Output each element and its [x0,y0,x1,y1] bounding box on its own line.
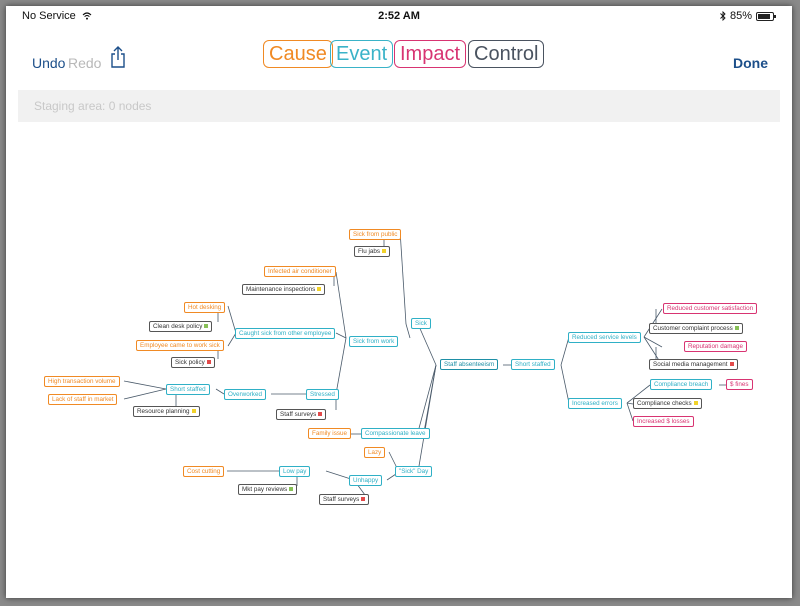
event-node[interactable]: Overworked [224,389,266,400]
status-indicator [734,326,739,330]
battery-status: 85% [720,10,776,22]
event-button[interactable]: Event [330,40,394,68]
control-node[interactable]: Social media management [649,359,738,370]
event-node[interactable]: Increased errors [568,398,622,409]
control-node[interactable]: Compliance checks [633,398,702,409]
status-indicator [318,412,323,416]
cause-button[interactable]: Cause [263,40,333,68]
redo-button[interactable]: Redo [68,55,102,71]
event-node[interactable]: Sick [411,318,431,329]
status-indicator [729,362,734,366]
event-node[interactable]: Compliance breach [650,379,713,390]
impact-node[interactable]: $ fines [726,379,753,390]
cause-node[interactable]: Hot desking [184,302,226,313]
done-button[interactable]: Done [733,55,768,71]
control-node[interactable]: Clean desk policy [149,321,213,332]
control-node[interactable]: Staff surveys [276,409,327,420]
cause-node[interactable]: Sick from public [349,229,402,240]
event-node[interactable]: Sick from work [349,336,399,347]
impact-node[interactable]: Reputation damage [684,341,747,352]
status-indicator [191,409,196,413]
battery-icon [756,11,776,21]
event-node[interactable]: Stressed [306,389,339,400]
status-indicator [317,287,322,291]
undo-button[interactable]: Undo [32,55,66,71]
event-node[interactable]: "Sick" Day [395,466,433,477]
control-node[interactable]: Resource planning [133,406,200,417]
cause-node[interactable]: Employee came to work sick [136,340,224,351]
status-indicator [361,497,366,501]
event-node[interactable]: Unhappy [349,475,383,486]
control-node[interactable]: Staff surveys [319,494,370,505]
control-node[interactable]: Mkt pay reviews [238,484,298,495]
cause-node[interactable]: Lack of staff in market [48,394,118,405]
event-node[interactable]: Caught sick from other employee [235,328,336,339]
status-bar: No Service 2:52 AM 85% [6,6,792,26]
cause-node[interactable]: Infected air conditioner [264,266,336,277]
cause-node[interactable]: High transaction volume [44,376,120,387]
connector-lines [123,229,726,496]
event-node[interactable]: Short staffed [166,384,210,395]
battery-level [758,13,770,19]
bowtie-canvas[interactable]: Staff absenteeism Sick from public Flu j… [6,122,792,598]
cause-node[interactable]: Cost cutting [183,466,225,477]
control-node[interactable]: Sick policy [171,357,215,368]
cause-node[interactable]: Family issue [308,428,351,439]
control-node[interactable]: Customer complaint process [649,323,743,334]
control-node[interactable]: Flu jabs [354,246,391,257]
staging-area[interactable]: Staging area: 0 nodes [18,90,780,122]
control-button[interactable]: Control [468,40,545,68]
status-indicator [382,249,387,253]
impact-node[interactable]: Increased $ losses [633,416,694,427]
control-node[interactable]: Maintenance inspections [242,284,326,295]
event-node[interactable]: Reduced service levels [568,332,641,343]
status-indicator [693,401,698,405]
carrier-label: No Service [22,10,76,22]
event-node[interactable]: Compassionate leave [361,428,430,439]
bluetooth-icon [720,11,726,21]
event-node[interactable]: Short staffed [511,359,555,370]
status-indicator [289,487,294,491]
carrier-status: No Service [22,10,92,22]
status-indicator [206,360,211,364]
event-node[interactable]: Low pay [279,466,311,477]
impact-node[interactable]: Reduced customer satisfaction [663,303,758,314]
battery-percent: 85% [729,10,752,22]
status-indicator [204,324,209,328]
toolbar: Undo Redo Cause Event Impact Control Don… [6,30,792,90]
share-icon[interactable] [110,45,126,69]
cause-node[interactable]: Lazy [364,447,386,458]
wifi-icon [82,12,92,20]
root-event-node[interactable]: Staff absenteeism [440,359,499,370]
impact-button[interactable]: Impact [394,40,467,68]
clock: 2:52 AM [378,10,420,22]
app-window: No Service 2:52 AM 85% Undo Redo Cause E… [6,6,792,598]
